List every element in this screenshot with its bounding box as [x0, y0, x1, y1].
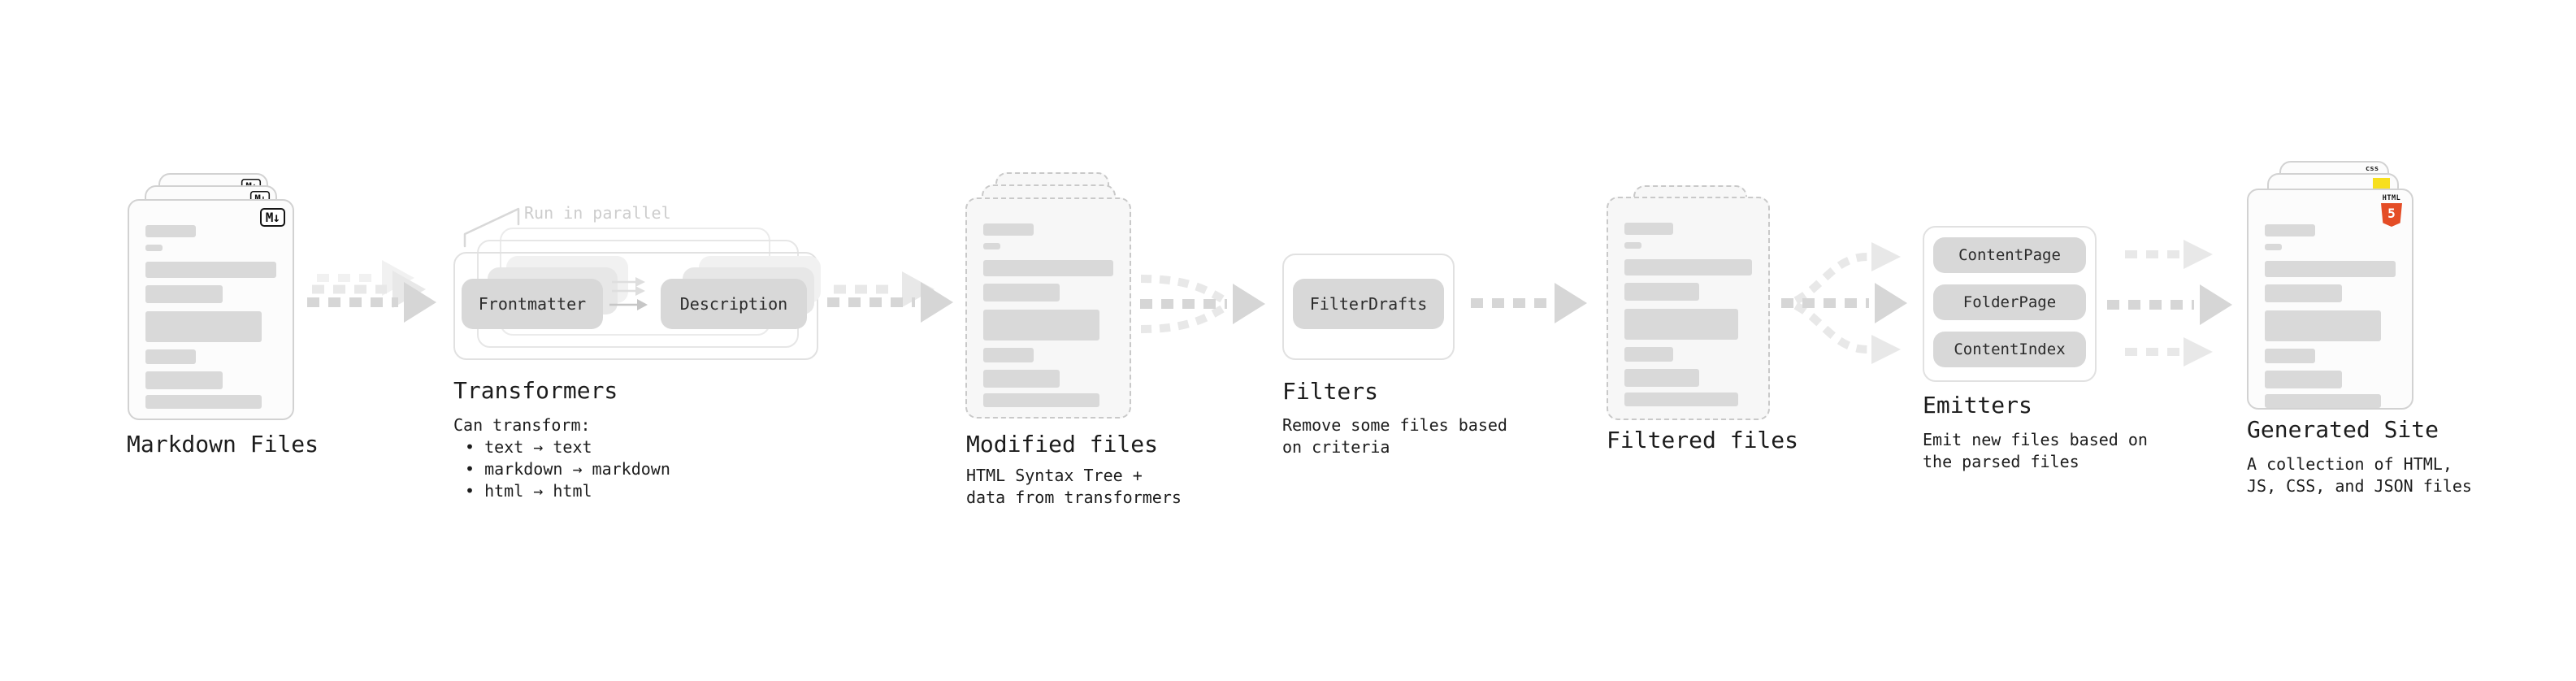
contentindex-pill: ContentIndex [1933, 332, 2086, 367]
transformer-bullet: • text → text [465, 437, 592, 457]
frontmatter-pill: Frontmatter [462, 279, 603, 329]
arrow-modified-to-filters [1140, 275, 1265, 333]
markdown-file-card-front: M↓ [128, 199, 294, 420]
arrow-emitters-to-site [2107, 240, 2232, 367]
folderpage-pill: FolderPage [1933, 284, 2086, 320]
description-pill: Description [661, 279, 807, 329]
document-skeleton-lines [983, 223, 1115, 407]
html5-shield-icon: 5 [2381, 203, 2402, 227]
desc-line: data from transformers [966, 488, 1182, 507]
filters-description: Remove some files based on criteria [1282, 414, 1507, 458]
desc-line: Remove some files based [1282, 415, 1507, 435]
desc-line: Emit new files based on [1923, 430, 2148, 449]
arrow-filtered-to-emitters [1781, 242, 1907, 364]
emitters-label: Emitters [1923, 392, 2032, 419]
transformers-description: Can transform: • text → text • markdown … [453, 414, 670, 502]
desc-line: on criteria [1282, 437, 1390, 457]
filterdrafts-pill: FilterDrafts [1293, 279, 1444, 329]
desc-line: HTML Syntax Tree + [966, 466, 1143, 485]
filters-label: Filters [1282, 378, 1379, 405]
transformer-bullet: • markdown → markdown [465, 459, 670, 479]
desc-line: the parsed files [1923, 452, 2079, 471]
arrow-transformers-to-modified [827, 271, 953, 323]
site-file-card-html: HTML 5 [2247, 189, 2413, 410]
emitters-description: Emit new files based on the parsed files [1923, 429, 2148, 473]
document-skeleton-lines [2265, 224, 2397, 408]
transformer-box-front [453, 252, 818, 360]
desc-line: JS, CSS, and JSON files [2247, 476, 2472, 496]
javascript-icon [2373, 178, 2390, 189]
markdown-files-label: Markdown Files [127, 431, 319, 458]
modified-file-card-front [965, 197, 1131, 419]
document-skeleton-lines [1624, 223, 1754, 406]
html5-icon: HTML 5 [2379, 195, 2404, 227]
arrow-filters-to-filtered [1471, 283, 1587, 323]
css-icon-label: css [2365, 165, 2379, 173]
filtered-files-label: Filtered files [1607, 427, 1799, 453]
run-in-parallel-note: Run in parallel [524, 203, 671, 223]
contentpage-pill: ContentPage [1933, 237, 2086, 273]
transformers-desc-title: Can transform: [453, 415, 591, 435]
modified-files-label: Modified files [966, 431, 1159, 458]
document-skeleton-lines [145, 225, 278, 409]
transformer-bullet: • html → html [465, 481, 592, 501]
arrow-markdown-to-transformers [307, 260, 436, 323]
transformers-label: Transformers [453, 377, 618, 404]
generated-site-description: A collection of HTML, JS, CSS, and JSON … [2247, 453, 2472, 497]
generated-site-label: Generated Site [2247, 416, 2439, 443]
modified-files-description: HTML Syntax Tree + data from transformer… [966, 465, 1182, 509]
markdown-icon: M↓ [259, 208, 285, 227]
filtered-file-card-front [1607, 197, 1770, 420]
html5-icon-word: HTML [2382, 194, 2401, 202]
desc-line: A collection of HTML, [2247, 454, 2452, 474]
